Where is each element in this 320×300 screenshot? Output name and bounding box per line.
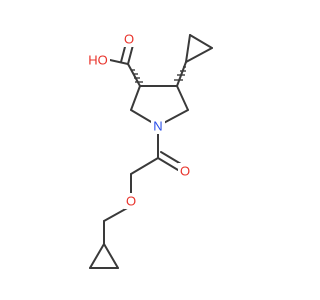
bond-c-oh bbox=[109, 59, 129, 65]
bond-c-o-double-1 bbox=[127, 44, 134, 65]
ether-oxygen-label: O bbox=[126, 194, 136, 209]
ring-nitrogen-label: N bbox=[153, 119, 162, 134]
bond-ring-c2-c3 bbox=[130, 85, 141, 111]
stereo-wedge-c4 bbox=[174, 66, 186, 81]
bond-amide-c-o-2 bbox=[160, 151, 182, 165]
bond-ring-c4-c5 bbox=[176, 85, 189, 111]
bond-c4-cyclopropyl bbox=[176, 61, 187, 87]
bond-cyclopropyl-b bbox=[189, 34, 213, 49]
bond-cyclopropyl-a bbox=[185, 47, 213, 63]
amide-oxygen-label: O bbox=[180, 164, 190, 179]
bond-cyclopropyl-c bbox=[185, 34, 191, 63]
bond-amide-c-ch2 bbox=[130, 157, 159, 175]
bond-cyclopropyl2-a bbox=[103, 243, 119, 269]
structure-diagram: HO O N O O bbox=[86, 31, 213, 269]
bond-cyclopropyl2-c bbox=[89, 243, 105, 269]
bonds bbox=[89, 34, 213, 269]
bond-amide-c-o-1 bbox=[157, 157, 179, 171]
hydroxyl-label: HO bbox=[88, 53, 108, 68]
stereo-wedge-c3 bbox=[132, 69, 143, 83]
molecule-canvas: HO O N O O bbox=[86, 31, 213, 269]
atom-labels: HO O N O O bbox=[86, 31, 192, 209]
acid-carbonyl-oxygen-label: O bbox=[124, 32, 134, 47]
